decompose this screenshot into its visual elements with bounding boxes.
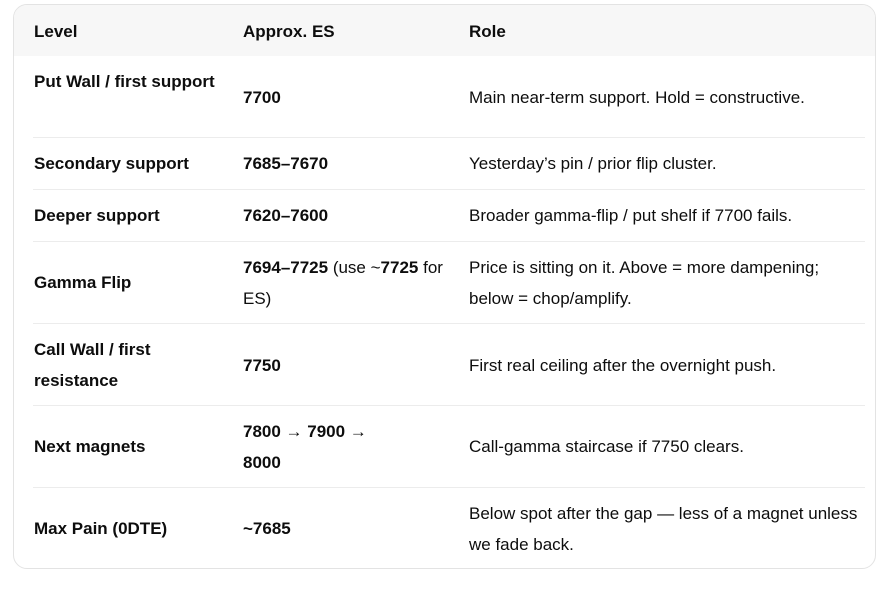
table-row: Gamma Flip 7694–7725 (use ~7725 for ES) … — [14, 242, 875, 323]
es-value: 7694–7725 — [243, 258, 329, 277]
table-header: Level Approx. ES Role — [14, 5, 875, 56]
level-cell: Put Wall / first support — [34, 72, 215, 91]
role-cell: Broader gamma-flip / put shelf if 7700 f… — [469, 206, 793, 225]
table-row: Next magnets 7800 → 7900 → 8000 Call-gam… — [14, 406, 875, 487]
role-cell: Below spot after the gap — less of a mag… — [469, 504, 858, 554]
row-divider — [33, 137, 865, 138]
es-cell: 7694–7725 (use ~7725 for ES) — [243, 252, 448, 314]
es-value: 7750 — [243, 356, 281, 375]
level-cell: Call Wall / first resistance — [34, 340, 151, 390]
level-cell: Gamma Flip — [34, 273, 132, 292]
row-divider — [33, 405, 865, 406]
level-cell: Deeper support — [34, 206, 160, 225]
levels-table: Level Approx. ES Role Put Wall / first s… — [13, 4, 876, 569]
row-divider — [33, 323, 865, 324]
row-divider — [33, 241, 865, 242]
es-value: 7800 → 7900 → 8000 — [243, 422, 367, 472]
role-cell: Yesterday’s pin / prior flip cluster. — [469, 154, 717, 173]
role-cell: Main near-term support. Hold = construct… — [469, 88, 805, 107]
table-row: Put Wall / first support 7700 Main near-… — [14, 56, 875, 137]
table-row: Max Pain (0DTE) ~7685 Below spot after t… — [14, 488, 875, 568]
es-cell: 7620–7600 — [243, 200, 448, 231]
es-value: 7685–7670 — [243, 154, 329, 173]
role-cell: Call-gamma staircase if 7750 clears. — [469, 437, 744, 456]
es-note: for ES) — [243, 258, 443, 308]
es-cell: 7800 → 7900 → 8000 — [243, 416, 403, 478]
es-value: 7725 — [380, 258, 419, 277]
table-row: Call Wall / first resistance 7750 First … — [14, 324, 875, 405]
header-level: Level — [34, 22, 78, 41]
es-cell: 7685–7670 — [243, 148, 448, 179]
level-cell: Max Pain (0DTE) — [34, 519, 168, 538]
row-divider — [33, 487, 865, 488]
es-cell: ~7685 — [243, 513, 448, 544]
level-cell: Next magnets — [34, 437, 146, 456]
es-value: 7620–7600 — [243, 206, 329, 225]
es-note: (use ~ — [328, 258, 381, 277]
header-approx-es: Approx. ES — [243, 22, 335, 41]
es-cell: 7750 — [243, 350, 448, 381]
es-cell: 7700 — [243, 82, 448, 113]
header-role: Role — [469, 22, 506, 41]
row-divider — [33, 189, 865, 190]
role-cell: Price is sitting on it. Above = more dam… — [469, 258, 820, 308]
level-cell: Secondary support — [34, 154, 189, 173]
table-row: Secondary support 7685–7670 Yesterday’s … — [14, 138, 875, 189]
role-cell: First real ceiling after the overnight p… — [469, 356, 777, 375]
es-value: ~7685 — [243, 519, 291, 538]
table-row: Deeper support 7620–7600 Broader gamma-f… — [14, 190, 875, 241]
es-value: 7700 — [243, 88, 281, 107]
